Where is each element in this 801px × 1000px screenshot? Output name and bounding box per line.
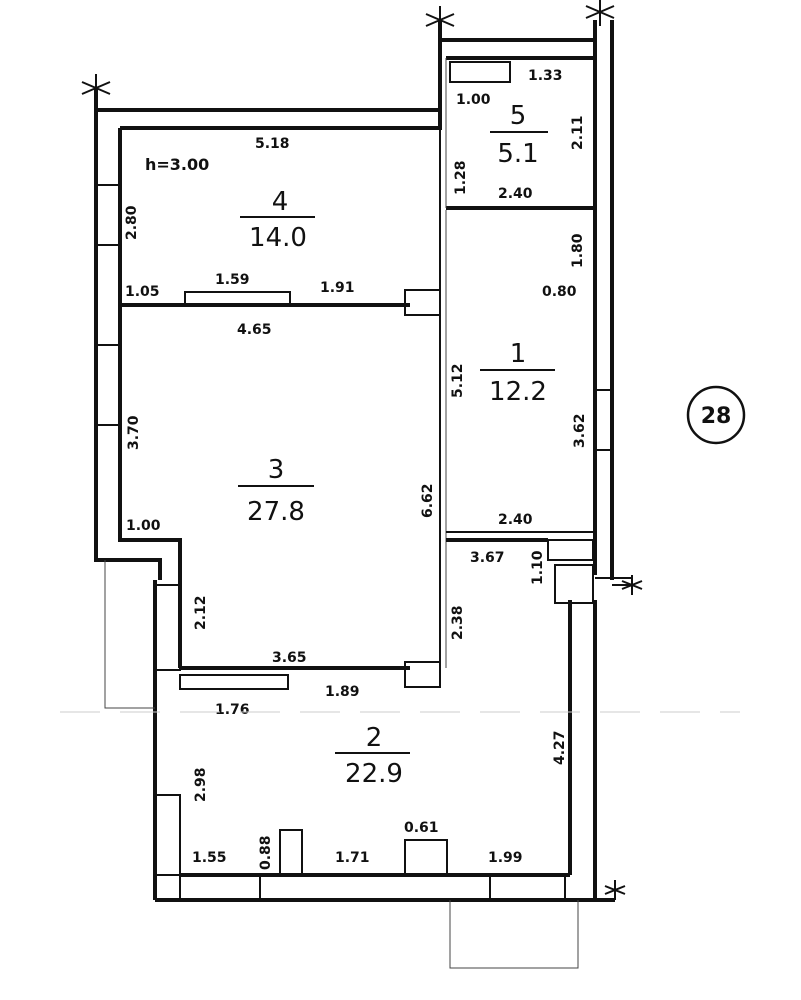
dim-r5-top: 1.33 [528, 68, 563, 84]
wall-left-mid [94, 335, 182, 580]
room-label-5: 5 5.1 [490, 101, 548, 169]
dim-r4-left: 2.80 [124, 205, 140, 240]
dim-r3-left: 3.70 [126, 415, 142, 450]
shaft [554, 564, 594, 604]
dim-r2-bottom-right: 1.99 [488, 850, 523, 866]
room-label-2: 2 22.9 [335, 723, 410, 789]
dim-r3-lower-left: 2.12 [193, 595, 209, 630]
room1-fixture [547, 539, 594, 561]
room-area: 22.9 [345, 759, 403, 789]
ceiling-height: h=3.00 [145, 155, 209, 174]
dim-r2-left-upper: 2.38 [450, 605, 466, 640]
wall-top-room4 [94, 88, 442, 130]
apartment-number-badge: 28 [686, 385, 746, 445]
room-label-4: 4 14.0 [240, 187, 315, 253]
outline-left [104, 560, 155, 709]
room-number: 2 [366, 723, 383, 753]
dim-r4-top: 5.18 [255, 136, 290, 152]
door-room4 [184, 291, 291, 307]
axis-marker-icon [425, 6, 455, 34]
interior-walls [120, 58, 632, 876]
wall-right-lower [568, 600, 597, 900]
dim-r2-right: 4.27 [552, 730, 568, 765]
axis-marker-icon [621, 575, 643, 595]
dim-r2-bottom-mid: 1.71 [335, 850, 370, 866]
dim-r5-bottom: 2.40 [498, 186, 533, 202]
window-bottom-left [179, 874, 261, 901]
dim-r1-bottom: 2.40 [498, 512, 533, 528]
room-number: 5 [510, 101, 527, 131]
wall-bottom [155, 873, 615, 902]
dim-r4-bottom-mid: 1.59 [215, 272, 250, 288]
dim-r4-bottom-right: 1.91 [320, 280, 355, 296]
wall-left-upper [94, 88, 122, 335]
shaft-ext [595, 577, 632, 586]
wall-right-upper [593, 20, 614, 580]
axis-markers [81, 0, 643, 900]
dim-r3-top: 4.65 [237, 322, 272, 338]
dim-r4-bottom-left: 1.05 [125, 284, 160, 300]
dim-r1-left: 5.12 [450, 363, 466, 398]
dim-r3-bottom-right: 1.89 [325, 684, 360, 700]
axis-marker-icon [81, 74, 111, 102]
window-bottom-right [489, 874, 566, 901]
dim-r5-left: 1.28 [453, 160, 469, 195]
axis-marker-icon [604, 880, 626, 900]
apartment-number: 28 [701, 404, 732, 429]
dim-r2-bottom-small: 0.88 [258, 835, 274, 870]
room-label-3: 3 27.8 [238, 455, 314, 527]
room-area: 12.2 [489, 377, 547, 407]
dim-r2-left: 2.98 [193, 767, 209, 802]
room-area: 27.8 [247, 497, 305, 527]
dim-r1-top-right: 1.80 [570, 233, 586, 268]
room-number: 4 [272, 187, 289, 217]
dim-r1-bottom-tiny: 1.10 [530, 550, 546, 585]
window-left-room4 [95, 184, 121, 246]
door-block-room3 [404, 661, 441, 688]
axis-marker-icon [585, 0, 615, 26]
room-area: 14.0 [249, 223, 307, 253]
wall-top-room5 [438, 20, 595, 128]
window-left-room2 [154, 794, 181, 876]
wall-left-lower [153, 580, 182, 900]
dimension-labels: 5.18 2.80 1.05 1.59 1.91 4.65 3.70 1.00 … [124, 68, 588, 870]
room-number: 1 [510, 339, 527, 369]
dim-r3-right: 6.62 [420, 483, 436, 518]
dim-r2-top-left: 1.76 [215, 702, 250, 718]
room-number: 3 [268, 455, 285, 485]
dim-r3-left-bottom: 1.00 [126, 518, 161, 534]
window-right-room1 [594, 389, 613, 451]
dim-r3-bottom: 3.65 [272, 650, 307, 666]
walls [94, 20, 615, 969]
dim-r5-top-left: 1.00 [456, 92, 491, 108]
balcony-outline [449, 900, 579, 969]
dim-r2-bottom-left: 1.55 [192, 850, 227, 866]
dim-r2-fixture: 0.61 [404, 820, 439, 836]
room2-fixture-right [404, 839, 448, 876]
dim-r5-right: 2.11 [570, 115, 586, 150]
window-left-room3 [95, 344, 121, 426]
dim-r1-bottom-small: 3.67 [470, 550, 505, 566]
door-room3 [179, 674, 289, 690]
window-left-lower [154, 584, 181, 671]
room-label-1: 1 12.2 [480, 339, 555, 407]
door-block-room4 [404, 289, 441, 316]
room2-fixture-left [279, 829, 303, 876]
dim-r1-right-mid: 0.80 [542, 284, 577, 300]
room-area: 5.1 [497, 139, 538, 169]
room5-fixture [449, 61, 511, 83]
dim-r1-right: 3.62 [572, 413, 588, 448]
